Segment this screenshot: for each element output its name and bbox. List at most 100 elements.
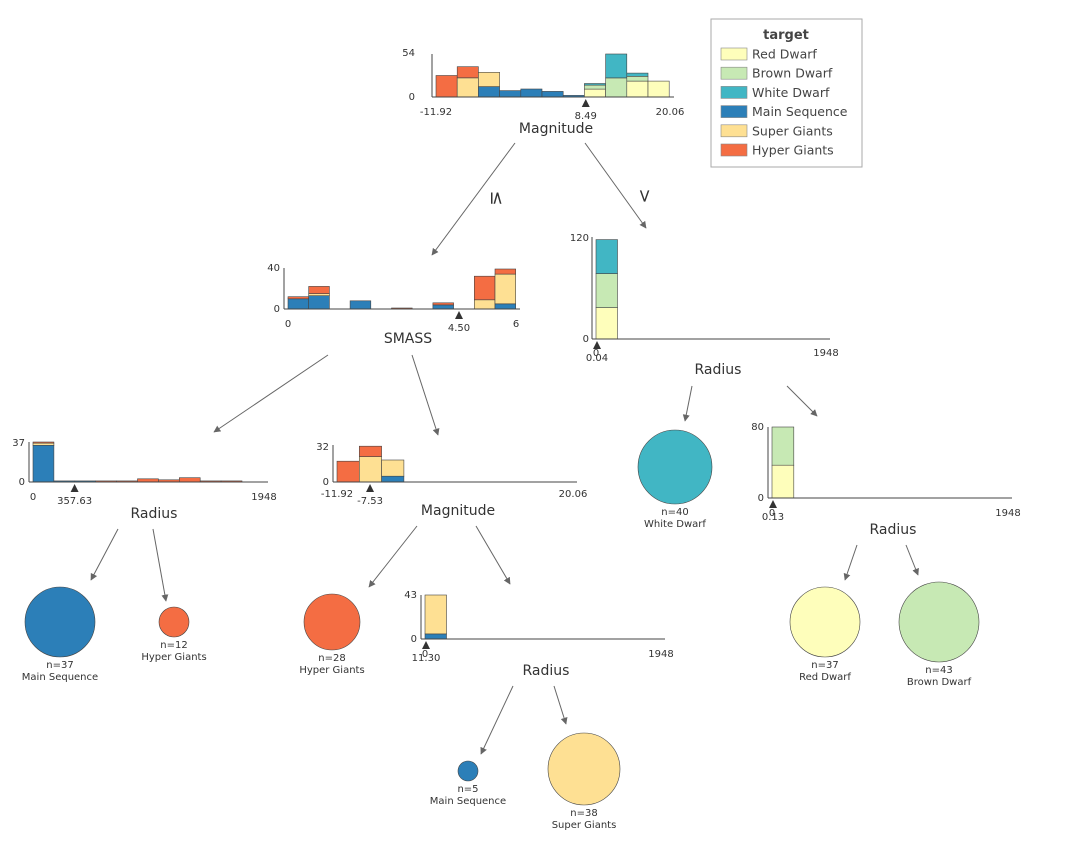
histogram-bar-hyper-giants bbox=[456, 66, 479, 79]
legend-label: Super Giants bbox=[752, 123, 833, 138]
split-value: 357.63 bbox=[57, 496, 92, 507]
legend-label: Main Sequence bbox=[752, 104, 848, 119]
histogram-bar-super-giants bbox=[424, 594, 447, 635]
edge-rbottom-left bbox=[480, 685, 514, 755]
edge-rbr-right bbox=[905, 544, 919, 576]
histogram-bar-hyper-giants bbox=[494, 268, 517, 275]
histogram-bar-red-dwarf bbox=[626, 80, 649, 98]
leaf-class-label: Brown Dwarf bbox=[907, 677, 972, 688]
histogram-bar-hyper-giants bbox=[336, 460, 360, 483]
leaf-class-label: Main Sequence bbox=[22, 672, 98, 683]
legend-label: Brown Dwarf bbox=[752, 66, 833, 81]
edge-rleft-right bbox=[152, 528, 169, 602]
histogram-bar-super-giants bbox=[308, 293, 330, 297]
leaf-count: n=43 bbox=[925, 665, 952, 676]
x-tick-max: 20.06 bbox=[656, 107, 685, 118]
edge-magmid-right bbox=[475, 525, 511, 585]
legend-swatch bbox=[720, 143, 748, 157]
x-tick-max: 1948 bbox=[251, 492, 276, 503]
leaf-class-label: Red Dwarf bbox=[799, 672, 851, 683]
y-tick-zero: 0 bbox=[411, 634, 417, 645]
histogram-bar-red-dwarf bbox=[595, 307, 618, 340]
histogram-bar-main-sequence bbox=[499, 90, 522, 98]
histogram-bar-super-giants bbox=[478, 72, 500, 87]
legend-swatch bbox=[720, 47, 748, 61]
edge-rbottom-right bbox=[553, 685, 568, 725]
legend-title: target bbox=[763, 28, 809, 43]
histogram-bar-white-dwarf bbox=[605, 53, 628, 79]
split-value: 0.04 bbox=[586, 353, 608, 364]
x-tick-max: 1948 bbox=[813, 348, 838, 359]
x-tick-max: 20.06 bbox=[559, 489, 588, 500]
y-tick-max: 80 bbox=[751, 422, 764, 433]
edge-rright-right bbox=[786, 385, 818, 417]
histogram-bar-white-dwarf bbox=[595, 239, 618, 274]
legend-item-brown-dwarf: Brown Dwarf bbox=[720, 66, 833, 81]
leaf-class-label: Main Sequence bbox=[430, 796, 506, 807]
legend-swatch bbox=[720, 66, 748, 80]
x-tick-min: 0 bbox=[422, 649, 428, 660]
y-tick-max: 37 bbox=[12, 438, 25, 449]
histogram-bar-super-giants bbox=[358, 456, 382, 483]
histogram-bar-main-sequence bbox=[432, 304, 454, 310]
histogram-bar-main-sequence bbox=[287, 298, 310, 310]
legend-item-hyper-giants: Hyper Giants bbox=[720, 143, 834, 158]
x-tick-min: -11.92 bbox=[321, 489, 353, 500]
histogram-bar-hyper-giants bbox=[432, 302, 454, 306]
leaf-circle bbox=[898, 581, 980, 663]
histogram-bar-main-sequence bbox=[520, 88, 543, 98]
histogram-bar-super-giants bbox=[494, 273, 517, 305]
split-marker bbox=[70, 484, 79, 492]
edge-label-le: ≤ bbox=[486, 190, 507, 205]
y-tick-max: 120 bbox=[570, 233, 589, 244]
leaf-circle bbox=[547, 732, 621, 806]
feature-title: Radius bbox=[695, 362, 742, 378]
edge-smass-left bbox=[213, 354, 329, 433]
histogram-bar-hyper-giants bbox=[473, 275, 496, 301]
histogram-bar-hyper-giants bbox=[287, 296, 310, 300]
x-tick-min: 0 bbox=[593, 348, 599, 359]
leaf-circle bbox=[303, 593, 361, 651]
histogram-bar-brown-dwarf bbox=[595, 273, 618, 308]
x-tick-min: 0 bbox=[30, 492, 36, 503]
histogram-bar-brown-dwarf bbox=[584, 84, 606, 90]
legend-label: White Dwarf bbox=[752, 85, 830, 100]
histogram-bar-main-sequence bbox=[478, 86, 500, 98]
histogram-bar-main-sequence bbox=[381, 475, 405, 483]
feature-title: Magnitude bbox=[519, 121, 593, 137]
split-marker bbox=[593, 341, 601, 349]
leaf-class-label: Hyper Giants bbox=[141, 652, 206, 663]
split-value: 11.30 bbox=[412, 653, 441, 664]
histogram-bar-brown-dwarf bbox=[771, 426, 795, 466]
leaf-count: n=28 bbox=[318, 653, 345, 664]
histogram-bar-super-giants bbox=[381, 459, 405, 477]
histogram-bar-super-giants bbox=[32, 442, 55, 446]
split-marker bbox=[422, 641, 430, 649]
feature-title: Radius bbox=[523, 663, 570, 679]
x-tick-min: 0 bbox=[285, 319, 291, 330]
leaf-count: n=40 bbox=[661, 507, 688, 518]
x-tick-min: 0 bbox=[769, 508, 775, 519]
edge-label-gt: > bbox=[634, 188, 655, 203]
leaf-count: n=37 bbox=[46, 660, 73, 671]
feature-title: SMASS bbox=[384, 331, 432, 347]
histogram-bar-white-dwarf bbox=[584, 83, 606, 86]
leaf-circle bbox=[637, 429, 713, 505]
y-tick-zero: 0 bbox=[409, 92, 415, 103]
split-value: 4.50 bbox=[448, 323, 470, 334]
legend-item-red-dwarf: Red Dwarf bbox=[720, 47, 817, 62]
leaf-class-label: White Dwarf bbox=[644, 519, 706, 530]
y-tick-max: 43 bbox=[404, 590, 417, 601]
x-tick-max: 1948 bbox=[648, 649, 673, 660]
edge-rright-left bbox=[682, 385, 693, 422]
histogram-bar-main-sequence bbox=[541, 91, 564, 98]
split-marker bbox=[455, 311, 463, 319]
